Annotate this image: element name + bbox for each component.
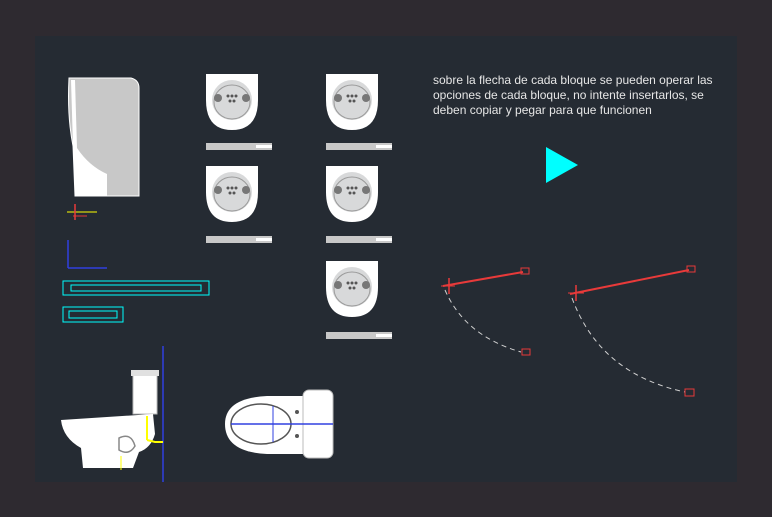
note-line: deben copiar y pegar para que funcionen xyxy=(433,103,652,117)
toilet-plan[interactable] xyxy=(225,389,334,459)
grab-bar[interactable] xyxy=(62,280,210,323)
cad-drawing xyxy=(61,73,696,482)
play-triangle-icon[interactable] xyxy=(546,147,578,183)
note-line: sobre la flecha de cada bloque se pueden… xyxy=(433,73,713,87)
door-swing[interactable] xyxy=(568,265,696,397)
toilet-elevation[interactable] xyxy=(61,346,164,482)
axis-marker xyxy=(67,240,107,269)
note-line: opciones de cada bloque, no intente inse… xyxy=(433,88,704,102)
instruction-note: sobre la flecha de cada bloque se pueden… xyxy=(433,73,733,118)
cad-model-space[interactable] xyxy=(35,36,737,482)
lavatory-plan[interactable] xyxy=(205,73,392,339)
urinal-side-view[interactable] xyxy=(67,77,140,220)
door-swing[interactable] xyxy=(441,267,531,356)
